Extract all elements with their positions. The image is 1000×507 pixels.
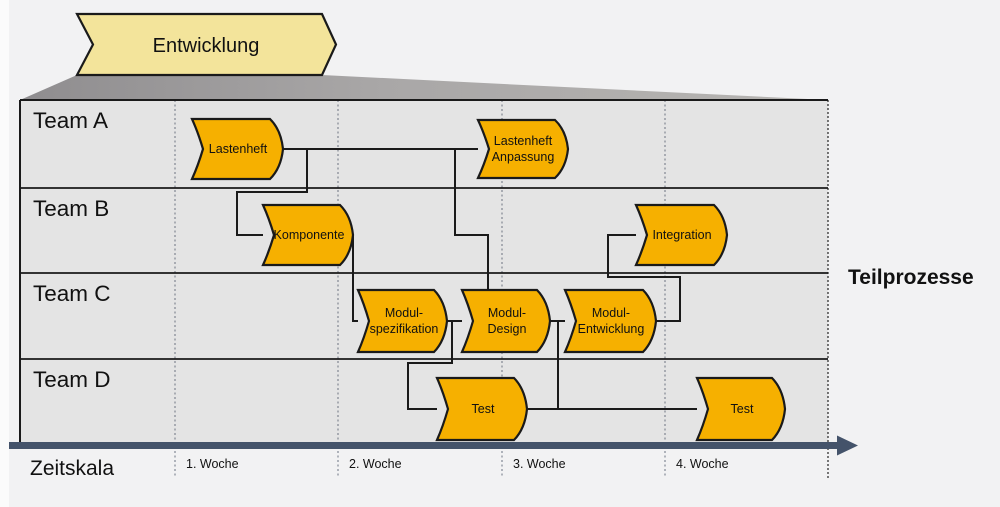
banner-label: Entwicklung bbox=[153, 35, 260, 57]
page-left-margin bbox=[0, 0, 9, 507]
shape-komponente bbox=[261, 203, 355, 267]
connector-entwicklung-to-integration bbox=[607, 234, 681, 322]
timeline-axis-bar bbox=[9, 442, 838, 449]
connector-anpassung-to-modul-design bbox=[454, 149, 489, 291]
team-row-label-d: Team D bbox=[33, 367, 111, 392]
shape-modul-design-label-line1: Modul- bbox=[488, 306, 526, 320]
week-label-4: 4. Woche bbox=[676, 457, 729, 471]
shape-modul-entwicklung bbox=[563, 288, 658, 354]
week-label-2: 2. Woche bbox=[349, 457, 402, 471]
shape-lastenheft-label: Lastenheft bbox=[209, 142, 268, 156]
shape-integration-label: Integration bbox=[652, 228, 711, 242]
shape-modul-entwicklung-label-line2: Entwicklung bbox=[578, 322, 645, 336]
projection-wedge bbox=[20, 75, 828, 100]
team-row-label-a: Team A bbox=[33, 108, 108, 133]
timeline-arrowhead-icon bbox=[837, 435, 858, 456]
shape-lastenheft-anpassung-label-line1: Lastenheft bbox=[494, 134, 553, 148]
shape-modul-spezifikation bbox=[356, 288, 449, 354]
shape-modul-entwicklung-label-line1: Modul- bbox=[592, 306, 630, 320]
shape-lastenheft-anpassung bbox=[476, 118, 570, 180]
shape-integration bbox=[634, 203, 729, 267]
shape-test-1 bbox=[435, 376, 529, 442]
process-banner-shape bbox=[75, 12, 338, 77]
timeline-label: Zeitskala bbox=[30, 457, 114, 480]
connector-spezifikation-to-test-1 bbox=[407, 321, 453, 410]
shape-test-2 bbox=[695, 376, 787, 442]
side-label-teilprozesse: Teilprozesse bbox=[848, 266, 974, 289]
connector-lastenheft-to-komponente bbox=[236, 149, 308, 236]
shape-modul-spezifikation-label-line2: spezifikation bbox=[370, 322, 439, 336]
shape-modul-design-label-line2: Design bbox=[488, 322, 527, 336]
shape-modul-design bbox=[460, 288, 552, 354]
matrix-body bbox=[20, 100, 828, 443]
shape-komponente-label: Komponente bbox=[274, 228, 345, 242]
process-shapes: Lastenheft Lastenheft Anpassung Komponen… bbox=[190, 117, 787, 442]
connector-komponente-to-modul-spezifikation bbox=[352, 235, 358, 322]
team-row-label-b: Team B bbox=[33, 196, 109, 221]
shape-test-2-label: Test bbox=[731, 402, 754, 416]
week-label-3: 3. Woche bbox=[513, 457, 566, 471]
shape-test-1-label: Test bbox=[472, 402, 495, 416]
shape-lastenheft-anpassung-label-line2: Anpassung bbox=[492, 150, 555, 164]
shape-modul-spezifikation-label-line1: Modul- bbox=[385, 306, 423, 320]
week-label-1: 1. Woche bbox=[186, 457, 239, 471]
shape-lastenheft bbox=[190, 117, 285, 181]
team-row-label-c: Team C bbox=[33, 281, 111, 306]
